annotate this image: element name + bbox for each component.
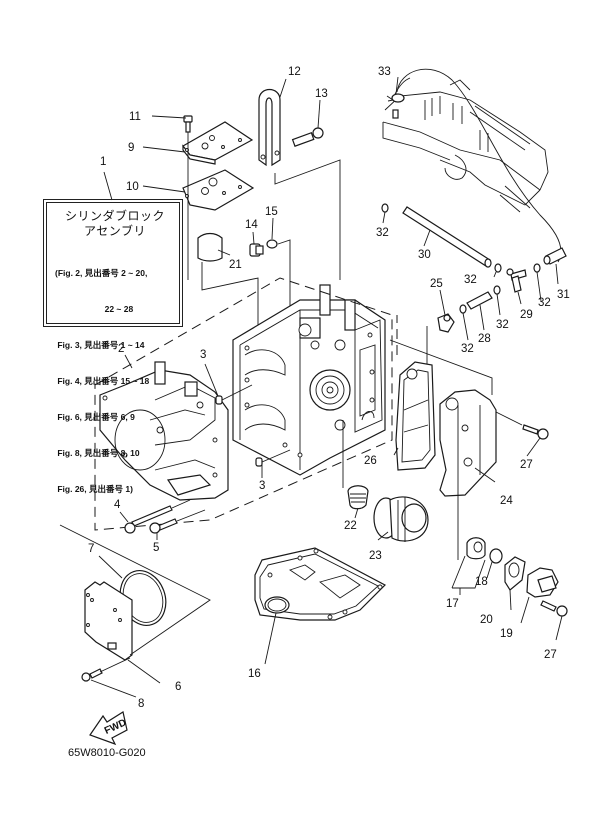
part-31-hose	[543, 247, 567, 265]
part-2-crankcase	[99, 361, 229, 501]
info-line: Fig. 8, 見出番号 8, 10	[55, 448, 140, 458]
part-27-bolt-lower	[540, 600, 568, 617]
drawing-code: 65W8010-G020	[68, 747, 146, 759]
leader-lines	[90, 76, 563, 698]
callout-21: 21	[229, 259, 242, 271]
part-28-hose	[466, 291, 493, 310]
callout-14: 14	[245, 219, 258, 231]
part-14-plug	[249, 243, 264, 257]
part-4-bolt	[124, 505, 173, 534]
callout-19: 19	[500, 628, 513, 640]
part-27-bolt-upper	[522, 424, 549, 440]
info-line: Fig. 3, 見出番号 1 ~ 14	[55, 340, 145, 350]
callout-6: 6	[175, 681, 181, 693]
callout-2: 2	[118, 343, 124, 355]
part-30-hose	[402, 206, 492, 268]
callout-30: 30	[418, 249, 431, 261]
part-22-fitting	[347, 485, 369, 510]
callout-31: 31	[557, 289, 570, 301]
callout-9: 9	[128, 142, 134, 154]
info-line: 22 ~ 28	[55, 304, 134, 314]
callout-27-upper: 27	[520, 459, 533, 471]
part-18-ring	[489, 548, 503, 564]
info-line: Fig. 6, 見出番号 6, 9	[55, 412, 135, 422]
callout-20: 20	[480, 614, 493, 626]
callout-28: 28	[478, 333, 491, 345]
callout-32-d: 32	[496, 319, 509, 331]
callout-27-lower: 27	[544, 649, 557, 661]
info-line: Fig. 4, 見出番号 15 ~ 18	[55, 376, 150, 386]
part-13-bolt	[291, 127, 324, 147]
callout-24: 24	[500, 495, 513, 507]
callout-7: 7	[88, 543, 94, 555]
callout-32-a: 32	[376, 227, 389, 239]
callout-12: 12	[288, 66, 301, 78]
callout-3-lower: 3	[259, 480, 265, 492]
part-16-gasket	[254, 547, 386, 621]
callout-16: 16	[248, 668, 261, 680]
callout-3-upper: 3	[200, 349, 206, 361]
part-25-fitting	[437, 313, 455, 333]
callout-18: 18	[475, 576, 488, 588]
callout-labels: 1 2 3 3 4 5 6 7 8 9 10 11 12 13 14 15 16…	[88, 66, 570, 710]
callout-13: 13	[315, 88, 328, 100]
callout-10: 10	[126, 181, 139, 193]
callout-4: 4	[114, 499, 121, 511]
callout-32-b: 32	[464, 274, 477, 286]
callout-15: 15	[265, 206, 278, 218]
part-24-cover	[439, 389, 497, 497]
part-21-sleeve	[197, 232, 223, 262]
callout-26: 26	[364, 455, 377, 467]
part-19-thermostat-cover	[526, 567, 559, 598]
callout-32-c: 32	[538, 297, 551, 309]
part-20-gasket	[504, 556, 526, 591]
callout-5: 5	[153, 542, 159, 554]
callout-29: 29	[520, 309, 533, 321]
clips-32	[381, 203, 541, 314]
fwd-arrow-icon: FWD	[89, 711, 128, 746]
engine-top-cowling	[382, 68, 562, 263]
callout-8: 8	[138, 698, 144, 710]
info-line: (Fig. 2, 見出番号 2 ~ 20,	[55, 268, 148, 278]
part-3-pin-upper	[215, 395, 223, 405]
info-reference-lines: (Fig. 2, 見出番号 2 ~ 20, 22 ~ 28 Fig. 3, 見出…	[55, 243, 175, 519]
assembly-info-box: シリンダブロック アセンブリ (Fig. 2, 見出番号 2 ~ 20, 22 …	[43, 199, 183, 494]
part-10-gasket	[182, 169, 255, 211]
callout-17: 17	[446, 598, 459, 610]
part-23-oil-filter	[373, 496, 429, 542]
callout-22: 22	[344, 520, 357, 532]
part-6-cover	[84, 581, 133, 661]
callout-33: 33	[378, 66, 391, 78]
callout-25: 25	[430, 278, 443, 290]
part-9-plate	[182, 121, 254, 165]
part-5-bolt	[149, 518, 178, 534]
callout-11: 11	[129, 111, 141, 123]
callout-1: 1	[100, 156, 106, 168]
part-29-tee-joint	[506, 268, 527, 293]
info-line: Fig. 26, 見出番号 1)	[55, 484, 133, 494]
callout-23: 23	[369, 550, 382, 562]
info-title-line2: アセンブリ	[84, 224, 146, 238]
cylinder-assembly-outline	[94, 277, 393, 531]
part-8-screw	[81, 668, 103, 682]
part-15-washer	[266, 239, 278, 249]
info-title-line1: シリンダブロック	[64, 209, 165, 223]
part-3-pin-lower	[255, 457, 263, 467]
part-12-bracket	[258, 88, 281, 167]
part-26-gasket	[395, 361, 436, 471]
callout-32-e: 32	[461, 343, 474, 355]
cylinder-block	[232, 284, 386, 476]
part-18-thermostat	[466, 537, 486, 560]
